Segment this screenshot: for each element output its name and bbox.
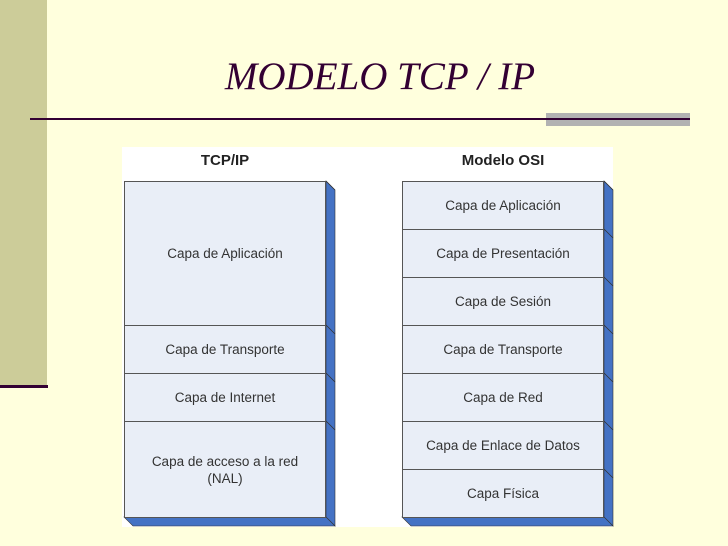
layer-edge (325, 180, 336, 191)
layer-edge (603, 276, 614, 287)
osi-layer: Capa de Aplicación (402, 181, 604, 230)
slide-title: MODELO TCP / IP (224, 55, 536, 98)
title-rule (30, 118, 690, 120)
layer-label: Capa Física (466, 486, 540, 501)
layer-edge (325, 372, 336, 383)
layer-label: Capa de Red (463, 390, 543, 405)
osi-layer: Capa de Transporte (402, 325, 604, 374)
bottom-face (401, 516, 614, 527)
layer-edge (603, 180, 614, 191)
side-face (603, 180, 614, 527)
layer-label: Capa de Internet (174, 390, 276, 405)
osi-layer: Capa de Enlace de Datos (402, 421, 604, 470)
osi-layer: Capa Física (402, 469, 604, 518)
layer-label: Capa de Sesión (454, 294, 552, 309)
bottom-face (123, 516, 336, 527)
tcpip-header: TCP/IP (200, 152, 250, 169)
osi-header: Modelo OSI (461, 152, 545, 169)
layer-label: Capa de Presentación (436, 246, 570, 261)
layer-edge (603, 468, 614, 479)
layer-edge (325, 324, 336, 335)
osi-layer: Capa de Presentación (402, 229, 604, 278)
layer-label: Capa de Enlace de Datos (426, 438, 580, 453)
layer-label: Capa de Transporte (443, 342, 563, 357)
tcpip-layer: Capa de Aplicación (124, 181, 326, 326)
side-band (0, 0, 47, 386)
tcpip-depth (123, 180, 336, 527)
layer-label: Capa de Aplicación (445, 198, 561, 213)
layer-edge (603, 420, 614, 431)
layer-edge (603, 228, 614, 239)
layer-label: Capa de Transporte (165, 342, 285, 357)
tcpip-layer: Capa de acceso a la red (NAL) (124, 421, 326, 518)
tcpip-layer: Capa de Internet (124, 373, 326, 422)
layer-label: Capa de Aplicación (167, 246, 283, 261)
layer-edge (325, 420, 336, 431)
layer-label: Capa de acceso a la red (NAL) (151, 453, 299, 486)
layer-edge (603, 372, 614, 383)
osi-layer: Capa de Sesión (402, 277, 604, 326)
osi-layer: Capa de Red (402, 373, 604, 422)
side-band-divider (0, 385, 48, 388)
layer-edge (603, 324, 614, 335)
tcpip-layer: Capa de Transporte (124, 325, 326, 374)
osi-depth (401, 180, 614, 527)
side-face (325, 180, 336, 527)
